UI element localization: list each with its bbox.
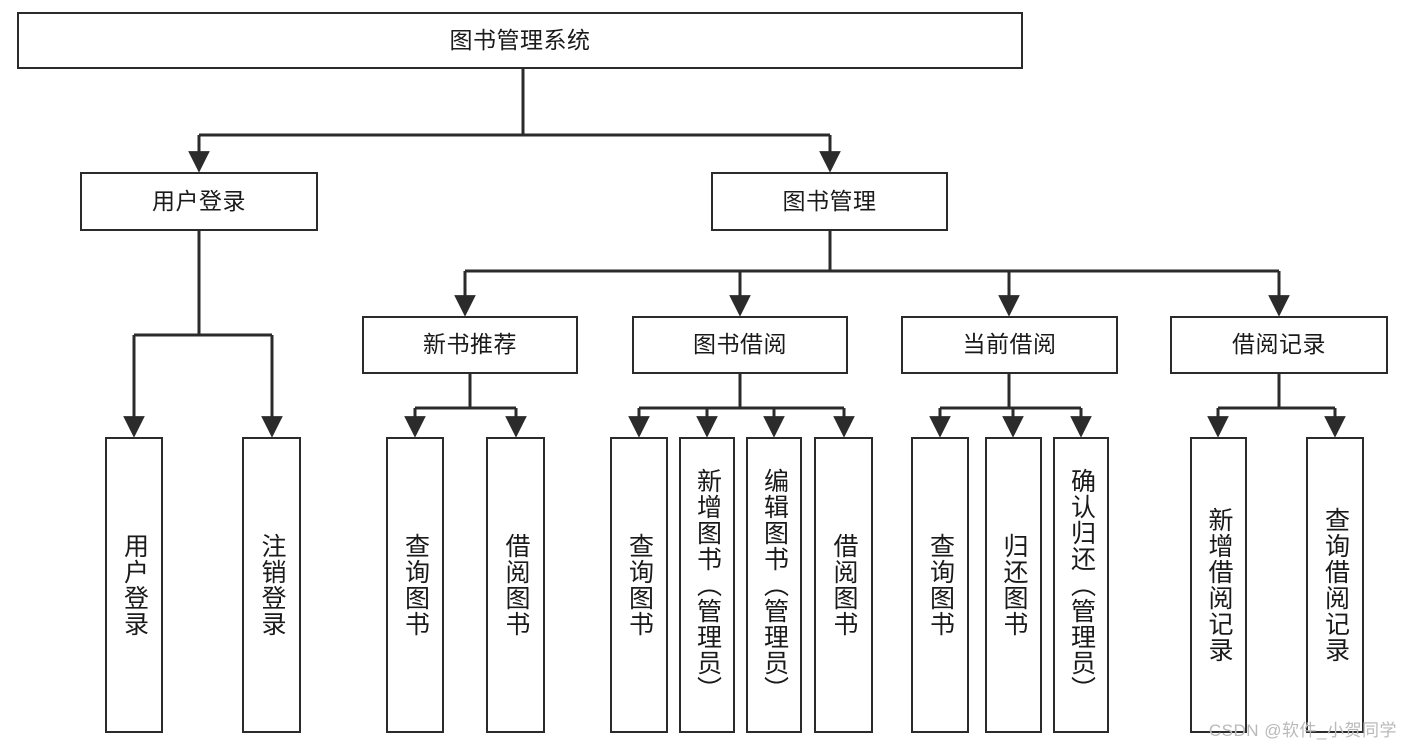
leaf-user-login[interactable]: 用户登录 [105, 437, 163, 733]
node-label: 当前借阅 [962, 331, 1057, 358]
node-label: 图书借阅 [693, 331, 787, 358]
node-borrow-records[interactable]: 借阅记录 [1170, 316, 1388, 374]
node-label: 新增图书（管理员） [693, 468, 722, 702]
leaf-query-borrow-record[interactable]: 查询借阅记录 [1306, 437, 1364, 733]
node-label: 查询借阅记录 [1321, 507, 1350, 663]
node-label: 注销登录 [258, 533, 286, 637]
node-book-management[interactable]: 图书管理 [711, 172, 948, 231]
node-label: 用户登录 [120, 533, 149, 637]
node-label: 查询图书 [926, 533, 955, 637]
leaf-confirm-return-admin[interactable]: 确认归还（管理员） [1053, 437, 1109, 733]
node-label: 新增借阅记录 [1205, 507, 1233, 663]
node-label: 确认归还（管理员） [1067, 468, 1096, 702]
leaf-borrow-book[interactable]: 借阅图书 [814, 437, 873, 733]
leaf-logout[interactable]: 注销登录 [242, 437, 301, 733]
node-label: 借阅图书 [830, 533, 858, 637]
node-label: 图书管理 [782, 187, 877, 214]
leaf-query-book-new[interactable]: 查询图书 [386, 437, 444, 733]
leaf-return-book[interactable]: 归还图书 [985, 437, 1042, 733]
node-label: 借阅记录 [1232, 331, 1326, 358]
node-label: 用户登录 [152, 187, 246, 214]
node-label: 编辑图书（管理员） [760, 468, 789, 702]
node-label: 图书管理系统 [449, 26, 591, 53]
leaf-query-book-current[interactable]: 查询图书 [911, 437, 969, 733]
node-label: 查询图书 [401, 533, 430, 637]
node-book-borrow[interactable]: 图书借阅 [632, 316, 848, 374]
leaf-query-book-borrow[interactable]: 查询图书 [610, 437, 668, 733]
watermark: CSDN @软件_小贺同学 [1208, 721, 1397, 740]
node-label: 新书推荐 [423, 331, 517, 358]
node-user-login[interactable]: 用户登录 [80, 172, 318, 231]
leaf-add-borrow-record[interactable]: 新增借阅记录 [1190, 437, 1247, 733]
leaf-edit-book-admin[interactable]: 编辑图书（管理员） [746, 437, 802, 733]
node-label: 归还图书 [1000, 533, 1028, 637]
leaf-borrow-book-new[interactable]: 借阅图书 [486, 437, 545, 733]
leaf-add-book-admin[interactable]: 新增图书（管理员） [679, 437, 735, 733]
node-root-system[interactable]: 图书管理系统 [17, 12, 1023, 69]
node-new-book-recommend[interactable]: 新书推荐 [362, 316, 578, 374]
node-label: 借阅图书 [502, 533, 530, 637]
node-label: 查询图书 [625, 533, 654, 637]
node-current-borrow[interactable]: 当前借阅 [901, 316, 1118, 374]
